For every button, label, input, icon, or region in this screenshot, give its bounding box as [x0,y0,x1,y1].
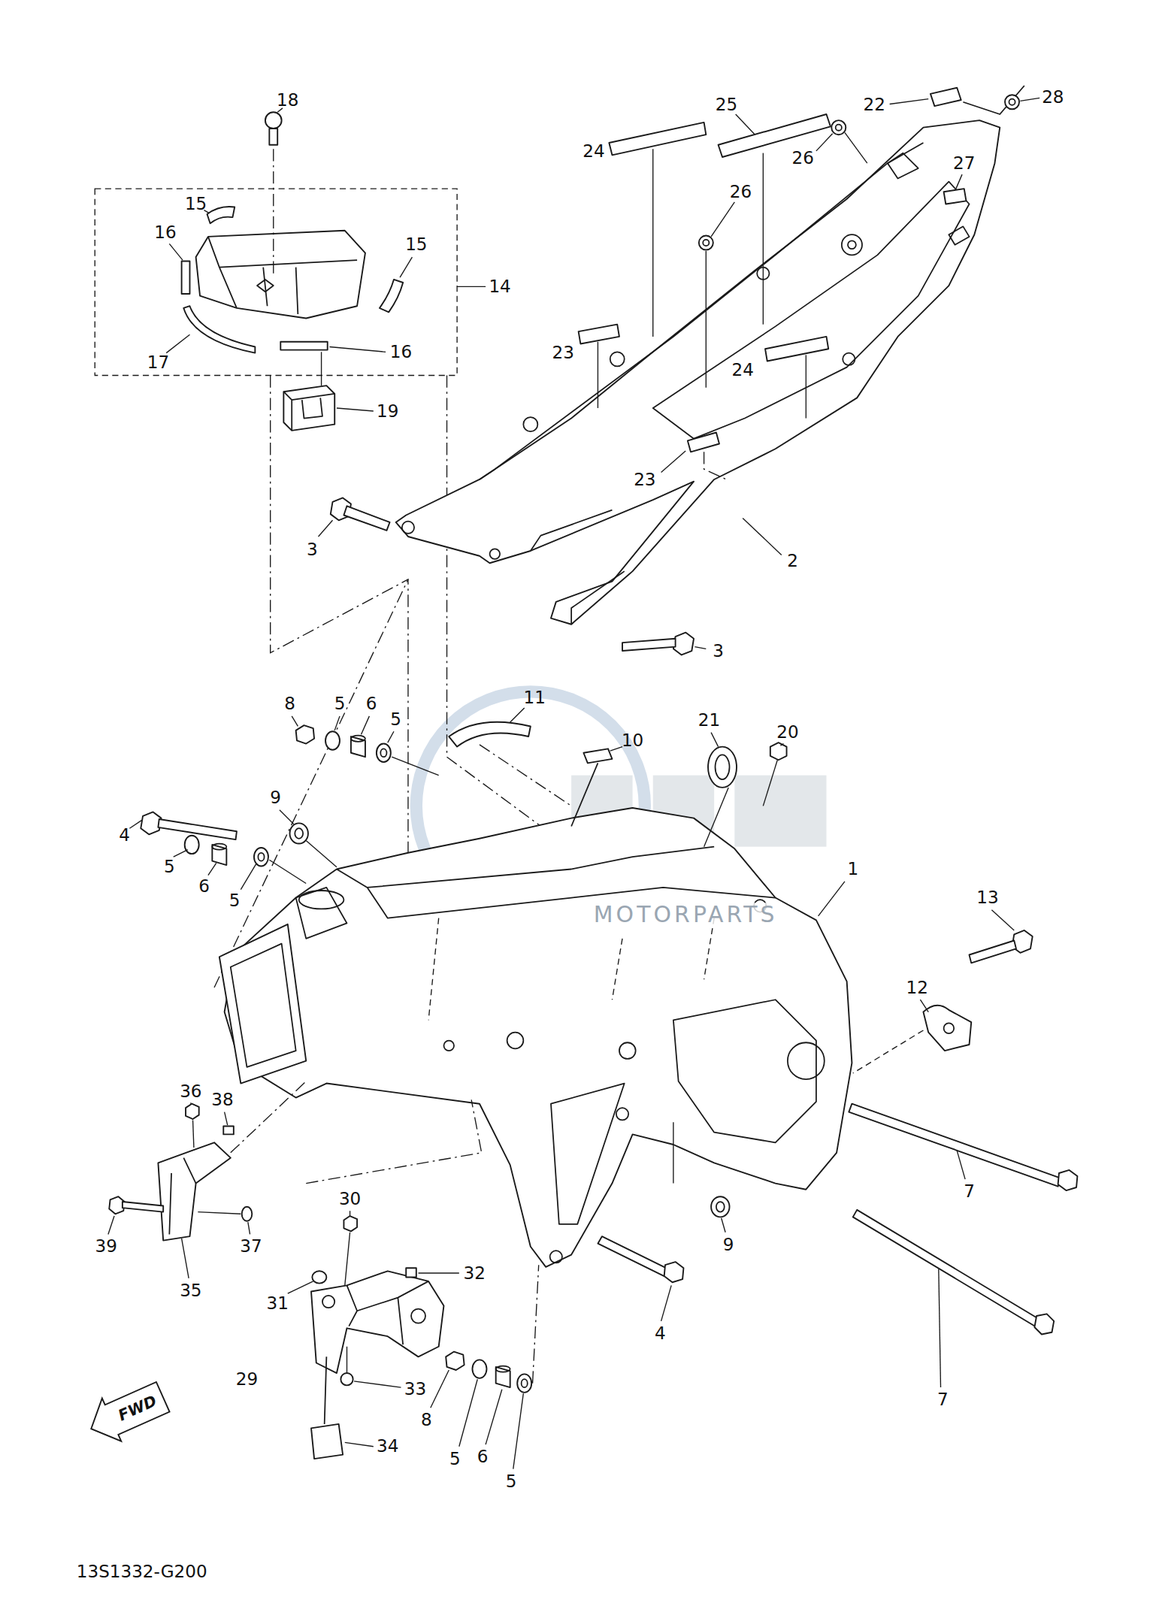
callout-number: 6 [366,694,378,714]
callout-number: 16 [154,223,176,243]
callout-number: 19 [376,401,399,421]
callout-number: 24 [731,360,754,380]
callout-number: 3 [712,641,724,660]
callout-number: 25 [715,95,738,115]
callout-number: 17 [147,352,170,372]
callout-number: 6 [477,1447,489,1467]
watermark-text: MOTORPARTS [590,902,781,928]
callout-number: 13 [976,888,999,908]
callout-number: 14 [488,277,511,297]
callout-number: 5 [505,1471,518,1491]
callout-number: 2 [786,551,799,571]
callout-number: 39 [94,1237,117,1256]
callout-number: 20 [776,723,799,742]
callout-number: 7 [937,1390,949,1410]
callout-number: 38 [211,1090,234,1110]
callout-number: 28 [1041,87,1064,106]
callout-number: 26 [792,148,815,168]
callout-number: 12 [906,977,929,997]
callout-number: 23 [552,343,575,363]
callout-number: 9 [723,1234,735,1254]
callout-number: 3 [306,540,318,560]
callout-number: 9 [269,788,282,808]
callout-number: 37 [239,1237,262,1256]
callout-number: 26 [729,182,752,202]
forward-arrow: FWD [81,1375,173,1451]
callout-number: 15 [184,194,207,214]
callout-number: 5 [449,1449,461,1468]
callout-number: 30 [338,1189,361,1208]
callout-number: 5 [229,891,241,911]
callout-number: 5 [334,694,346,714]
callout-number: 8 [420,1410,433,1430]
callout-number: 1 [847,859,859,879]
callout-number: 29 [236,1370,258,1389]
callout-number: 35 [179,1280,202,1300]
callout-number: 15 [405,235,427,255]
callout-number: 4 [118,826,131,845]
callout-number: 33 [404,1379,427,1399]
callout-number: 34 [376,1437,399,1456]
callout-number: 27 [953,153,975,173]
callout-number: 24 [582,141,605,161]
callout-number: 31 [266,1294,289,1314]
callout-number: 7 [963,1182,975,1202]
callout-number: 16 [390,342,412,362]
callout-number: 4 [654,1323,666,1343]
callout-number: 5 [390,709,402,729]
callout-number: 21 [698,711,721,730]
callout-number: 22 [863,95,886,115]
callout-number: 10 [621,731,644,751]
callout-number: 5 [163,857,176,877]
callout-number: 32 [463,1263,486,1283]
diagram-code: 13S1332-G200 [76,1562,208,1582]
callout-number: 6 [198,877,210,896]
callout-number: 18 [276,90,299,109]
callout-number: 8 [284,694,296,714]
callout-number: 23 [633,469,656,489]
callout-number: 36 [179,1082,202,1102]
callout-number: 11 [523,688,546,708]
